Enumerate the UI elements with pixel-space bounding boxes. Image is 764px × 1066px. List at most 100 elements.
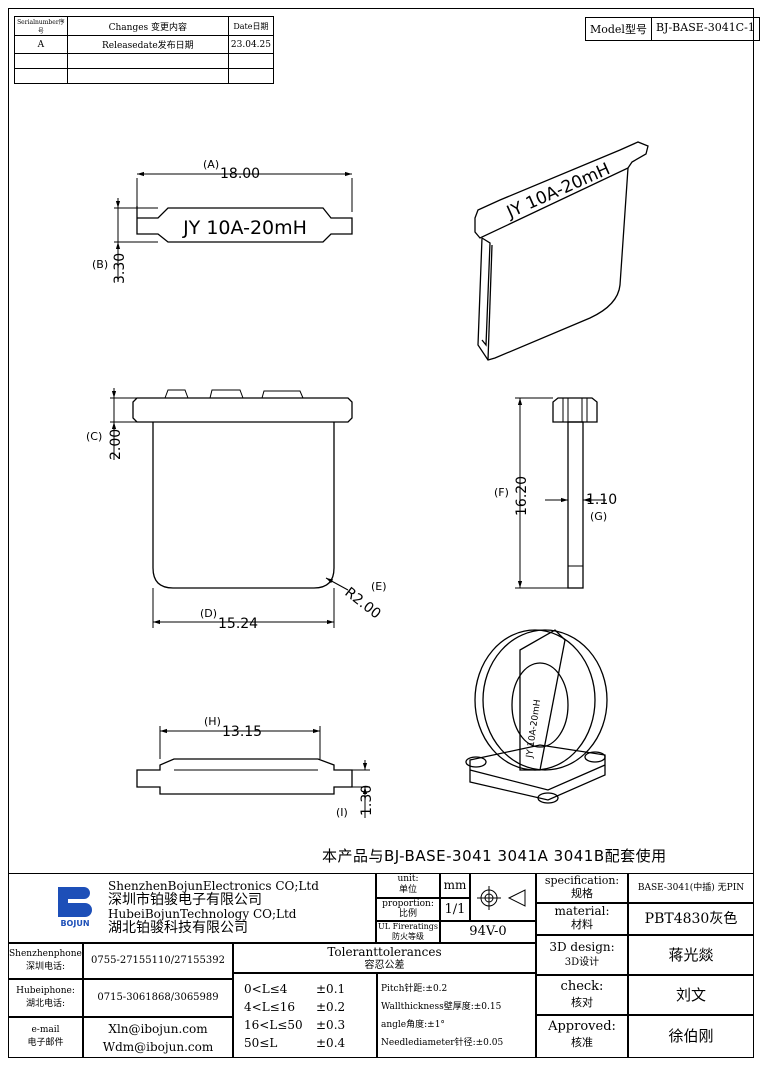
dim-a-value: 18.00	[220, 166, 260, 182]
unit-label-en: unit:	[397, 874, 419, 884]
company-cn-1: 深圳市铂骏电子有限公司	[108, 892, 262, 908]
model-label: Model型号	[590, 23, 647, 36]
sz-phone-label-cell: Shenzhenphone: 深圳电话:	[8, 943, 85, 979]
email-label-cn: 电子邮件	[27, 1038, 64, 1048]
dim-d-tag: (D)	[200, 607, 217, 620]
dim-a-tag: (A)	[203, 158, 219, 171]
tolerance-notes: Pitch针距:±0.2 Wallthickness壁厚度:±0.15 angl…	[377, 973, 536, 1058]
dim-f-tag: (F)	[494, 486, 509, 499]
model-box: Model型号 BJ-BASE-3041C-1	[585, 17, 760, 41]
email-cell: Xln@ibojun.com Wdm@ibojun.com	[83, 1017, 233, 1058]
tol-range-row-3: 16<L≤50	[244, 1018, 303, 1032]
usage-note: 本产品与BJ-BASE-3041 3041A 3041B配套使用	[322, 847, 667, 865]
tol-range-row-4: 50≤L	[244, 1036, 278, 1050]
model-value: BJ-BASE-3041C-1	[650, 18, 759, 40]
title-block: BOJUN ShenzhenBojunElectronics CO;Ltd 深圳…	[8, 873, 754, 1058]
bottom-view	[136, 726, 370, 818]
proportion-value: 1/1	[440, 898, 470, 921]
sz-phone-label-en: Shenzhenphone:	[9, 949, 85, 959]
hb-phone-label-cell: Hubeiphone: 湖北电话:	[8, 979, 83, 1017]
tol-note-pitch: Pitch针距:±0.2	[381, 984, 448, 994]
logo-text: BOJUN	[60, 919, 90, 928]
sz-phone: 0755-27155110/27155392	[83, 943, 233, 979]
tol-note-needle: Needlediameter针径:±0.05	[381, 1038, 504, 1048]
unit-label-cell: unit: 单位	[376, 873, 440, 898]
design-label-en: 3D design:	[549, 940, 615, 954]
isometric-assembly-view	[465, 629, 608, 804]
dim-d-value: 15.24	[218, 616, 258, 632]
dim-b-value: 3.30	[112, 253, 128, 284]
email-2: Wdm@ibojun.com	[102, 1040, 214, 1054]
tol-value-row-4: ±0.4	[316, 1036, 346, 1050]
dim-i-tag: (I)	[336, 806, 348, 819]
top-view	[114, 171, 353, 282]
check-label-cell: check: 核对	[536, 975, 628, 1015]
check-label-en: check:	[560, 979, 604, 994]
email-label-cell: e-mail 电子邮件	[8, 1017, 83, 1058]
isometric-part-view	[474, 141, 649, 361]
check-value: 刘文	[628, 975, 754, 1015]
hb-phone-label-cn: 湖北电话:	[25, 999, 66, 1009]
dim-h-tag: (H)	[204, 715, 221, 728]
company-cell	[8, 873, 376, 943]
tolerance-title-cell: Toleranttolerances 容忍公差	[233, 943, 536, 973]
material-label-cell: material: 材料	[536, 903, 628, 935]
dim-f-value: 16.20	[514, 476, 530, 516]
tol-note-wall: Wallthickness壁厚度:±0.15	[381, 1002, 502, 1012]
tol-value-row-2: ±0.2	[316, 1000, 346, 1014]
company-en-1: ShenzhenBojunElectronics CO;Ltd	[108, 879, 319, 893]
dim-b-tag: (B)	[92, 258, 108, 271]
dim-h-value: 13.15	[222, 724, 262, 740]
approved-label-cell: Approved: 核准	[536, 1015, 628, 1058]
check-label-cn: 核对	[571, 996, 593, 1009]
sz-phone-label-cn: 深圳电话:	[25, 962, 66, 972]
material-label-cn: 材料	[571, 918, 593, 931]
bojun-logo: BOJUN	[56, 883, 94, 931]
top-view-marking: JY 10A-20mH	[182, 217, 307, 239]
email-1: Xln@ibojun.com	[108, 1022, 208, 1036]
approved-label-cn: 核准	[571, 1036, 593, 1049]
fire-label-cn: 防火等级	[392, 932, 424, 941]
tolerance-table: 0<L≤4 4<L≤16 16<L≤50 50≤L ±0.1 ±0.2 ±0.3…	[233, 973, 377, 1058]
fire-value: 94V-0	[440, 921, 536, 943]
tol-value-row-3: ±0.3	[316, 1018, 346, 1032]
email-label-en: e-mail	[31, 1025, 60, 1035]
dim-i-value: 1.30	[359, 785, 375, 816]
spec-label-cell: specification: 规格	[536, 873, 628, 903]
rev-empty	[227, 68, 275, 84]
material-value: PBT4830灰色	[628, 903, 754, 935]
revision-table: Serialnumber序号 Changes 变更内容 Date日期 A Rel…	[14, 16, 275, 84]
dim-c-tag: (C)	[86, 430, 102, 443]
assembly-marking: JY 10A-20mH	[525, 699, 543, 759]
proportion-label-cn: 比例	[398, 909, 417, 919]
unit-value: mm	[440, 873, 470, 898]
design-value: 蒋光燚	[628, 935, 754, 975]
fire-label-cell: UL Fireratings 防火等级	[376, 921, 440, 943]
spec-label-en: specification:	[544, 874, 620, 887]
tol-range-row-2: 4<L≤16	[244, 1000, 295, 1014]
technical-drawing: JY 10A-20mH JY 10A-20mH JY 10A-20mH (A) …	[86, 141, 649, 819]
material-label-en: material:	[554, 904, 610, 918]
design-label-cell: 3D design: 3D设计	[536, 935, 628, 975]
dim-c-value: 2.00	[108, 429, 124, 460]
company-cn-2: 湖北铂骏科技有限公司	[108, 920, 248, 936]
proportion-label-en: proportion:	[382, 899, 434, 909]
approved-value: 徐伯刚	[628, 1015, 754, 1058]
tol-value-row-1: ±0.1	[316, 982, 346, 996]
fire-label-en: UL Fireratings	[377, 922, 438, 931]
dim-g-tag: (G)	[590, 510, 607, 523]
tolerance-title-en: Toleranttolerances	[327, 945, 442, 959]
side-view	[515, 397, 606, 589]
company-en-2: HubeiBojunTechnology CO;Ltd	[108, 907, 297, 921]
proportion-label-cell: proportion: 比例	[376, 898, 440, 921]
hb-phone-label-en: Hubeiphone:	[16, 986, 75, 996]
iso-marking: JY 10A-20mH	[503, 159, 613, 223]
tol-range-row-1: 0<L≤4	[244, 982, 288, 996]
dim-e-tag: (E)	[371, 580, 387, 593]
tolerance-title-cn: 容忍公差	[364, 960, 405, 971]
design-label-cn: 3D设计	[564, 957, 600, 968]
front-view	[110, 388, 353, 628]
spec-value: BASE-3041(中插) 无PIN	[628, 873, 754, 903]
spec-label-cn: 规格	[571, 887, 593, 900]
hb-phone: 0715-3061868/3065989	[83, 979, 233, 1017]
